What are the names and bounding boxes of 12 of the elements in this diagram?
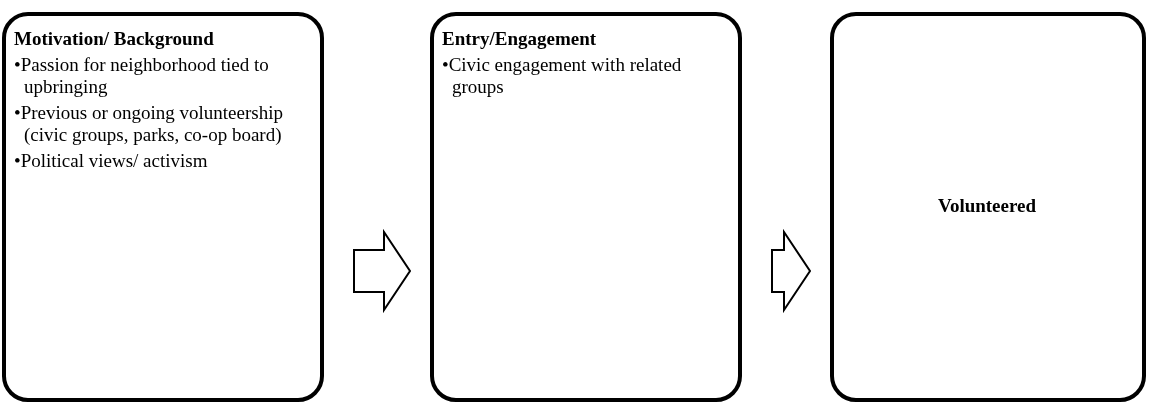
process-box	[430, 12, 742, 402]
block-arrow	[771, 228, 812, 314]
process-box	[830, 12, 1146, 402]
bullet-item: •Passion for neighborhood tied to upbringing	[14, 54, 270, 98]
bullet-item: •Previous or ongoing volunteership (civic groups, parks, co-op board)	[14, 102, 284, 146]
bullet-item: •Political views/ activism	[14, 150, 209, 172]
block-arrow	[353, 228, 412, 314]
process-box	[2, 12, 324, 402]
box-heading: Motivation/ Background	[14, 28, 215, 50]
box-heading: Entry/Engagement	[442, 28, 598, 50]
bullet-item: •Civic engagement with related groups	[442, 54, 683, 98]
box-heading: Volunteered	[937, 195, 1037, 217]
